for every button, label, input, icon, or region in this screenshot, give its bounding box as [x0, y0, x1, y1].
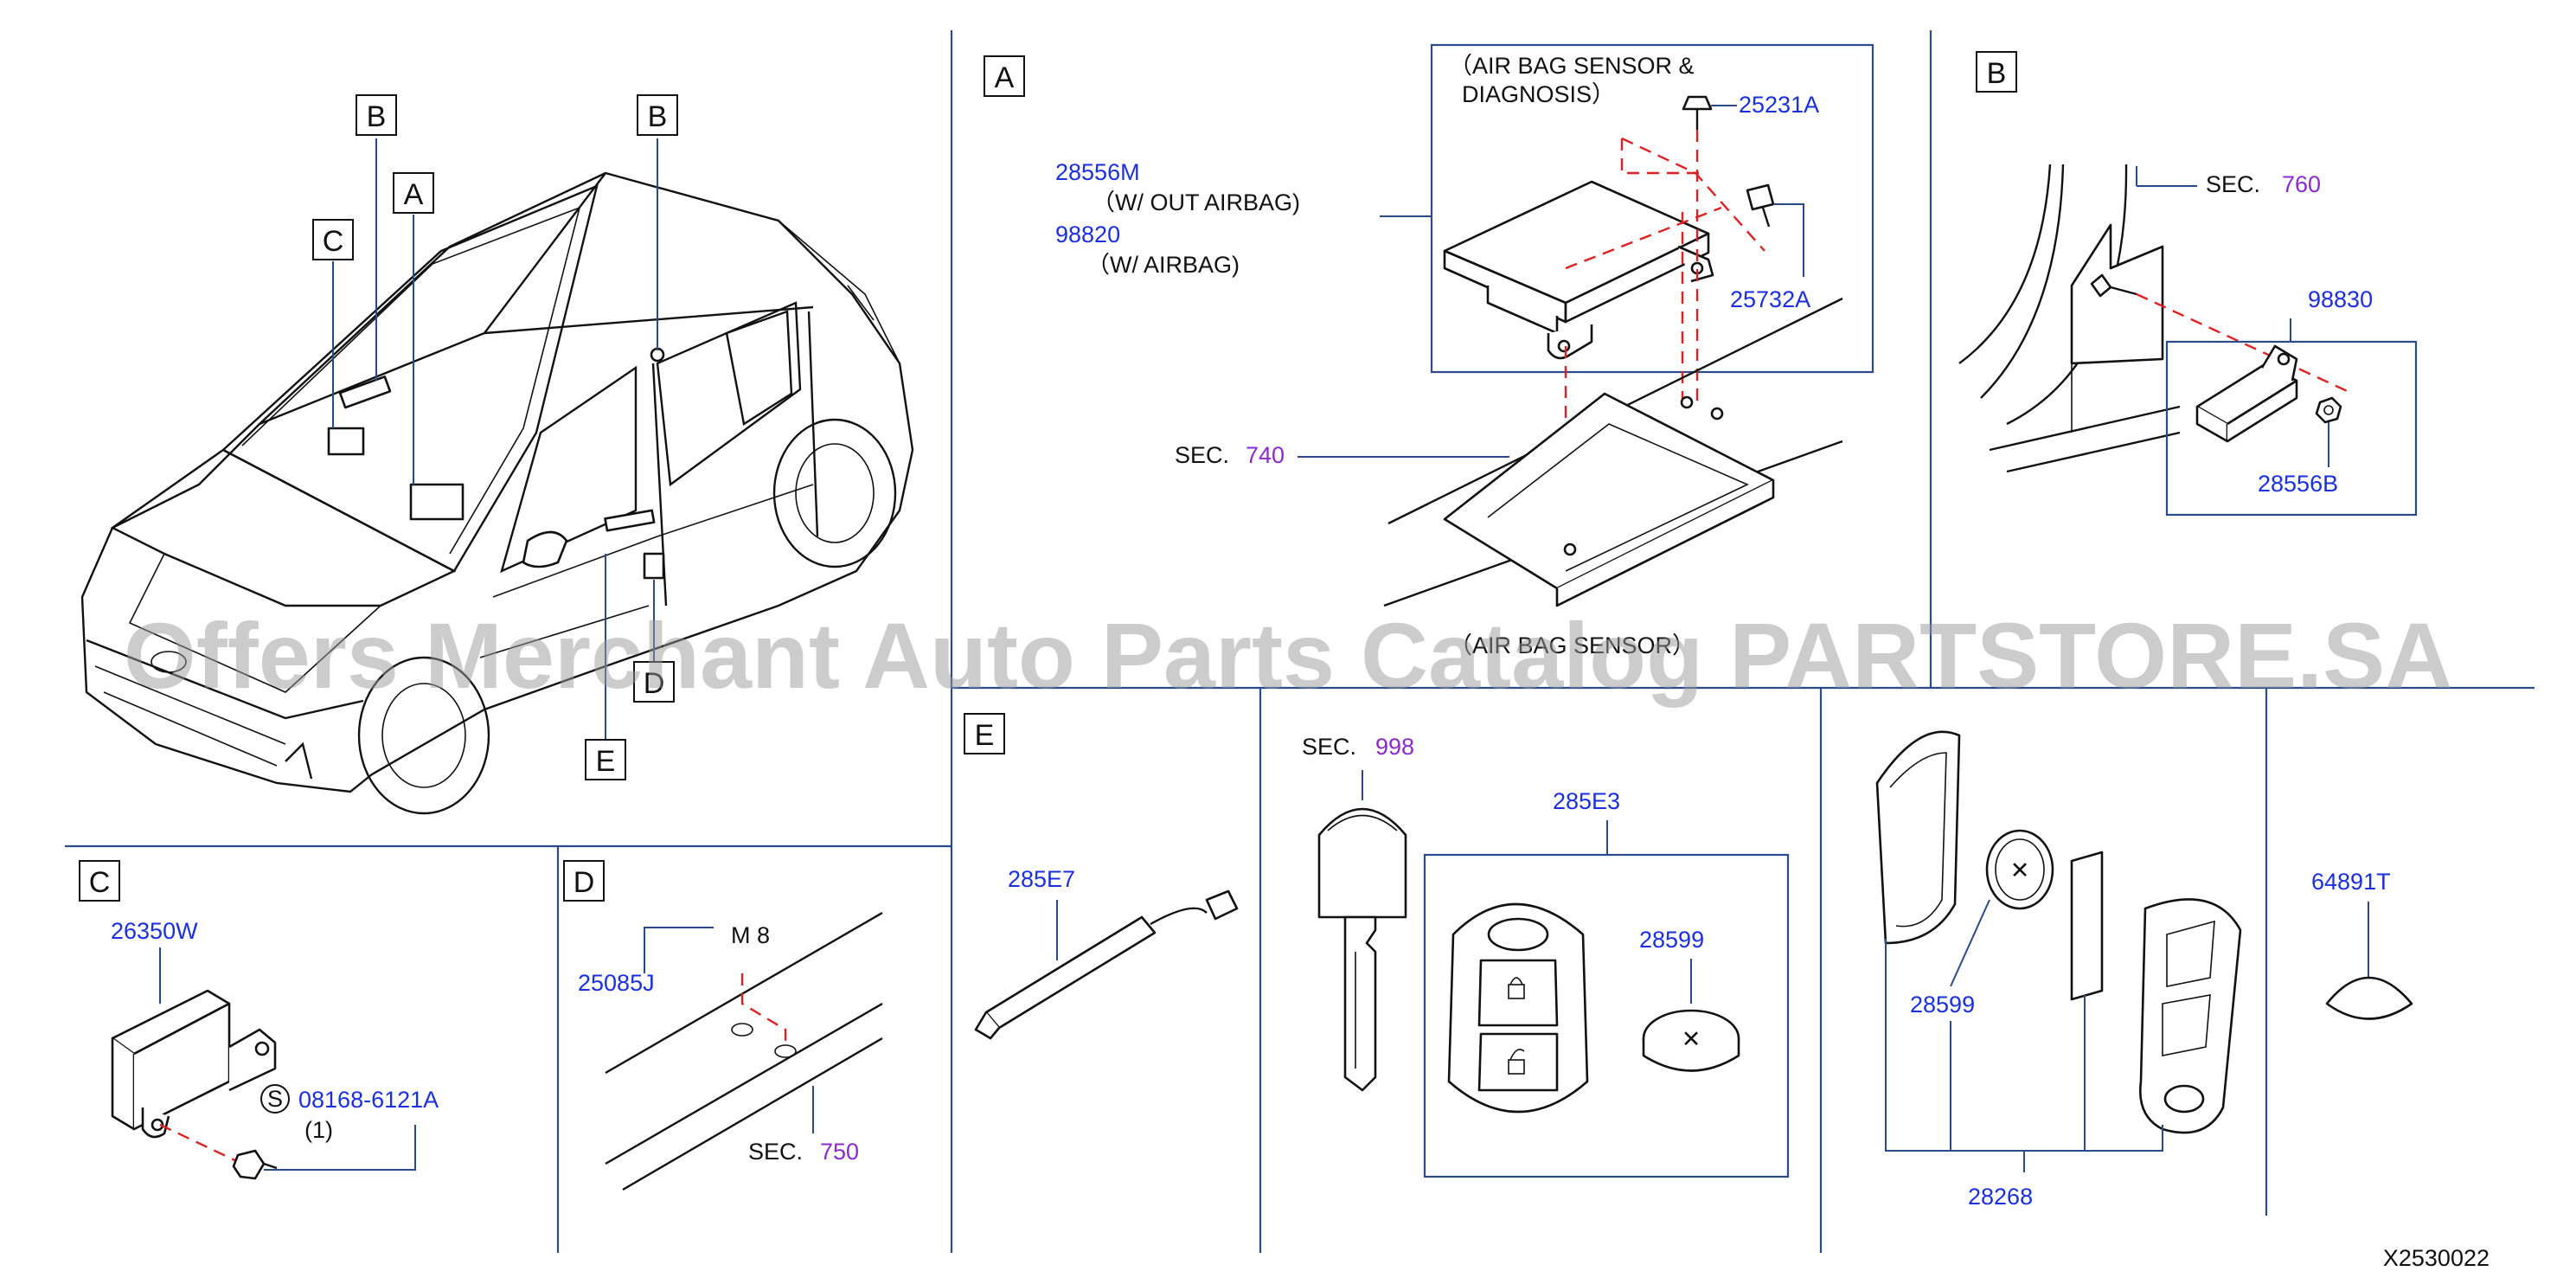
watermark-text: Offers Merchant Auto Parts Catalog PARTS…: [124, 603, 2452, 708]
section-b-letter: B: [1987, 57, 2007, 90]
key-case-shell: [1875, 730, 1961, 945]
emblem-64891t: [2325, 976, 2413, 1020]
section-a: A （AIR BAG SENSOR & DIAGNOSIS） 28556M （W…: [984, 43, 1874, 658]
part-28556m-label: 28556M: [1055, 159, 1140, 185]
section-e-letter: E: [975, 719, 995, 752]
antenna-285e7-label: 285E7: [1008, 866, 1075, 892]
callout-b-left: B: [367, 100, 387, 133]
air-bag-sensor-module: [1443, 180, 1714, 360]
sec-760-number: 760: [2282, 171, 2321, 197]
s-mark: S: [267, 1086, 283, 1112]
air-bag-sensor-bottom-note: （AIR BAG SENSOR）: [1449, 632, 1695, 658]
mechanical-key: [1317, 807, 1407, 1092]
svg-text:✕: ✕: [2010, 857, 2030, 883]
emblem-64891t-label: 64891T: [2311, 869, 2391, 895]
screw-08168-label: 08168-6121A: [298, 1087, 439, 1113]
part-98820-note: （W/ AIRBAG): [1086, 252, 1240, 278]
callout-c: C: [323, 225, 344, 258]
callout-e: E: [596, 745, 616, 778]
section-d: D 25085J M 8 SEC. 750: [563, 860, 883, 1191]
control-unit-26350w: [111, 989, 277, 1139]
sec-760-label: SEC.: [2206, 171, 2260, 197]
key-case-pad: [2070, 851, 2104, 1001]
callout-d: D: [644, 667, 665, 700]
screw-qty: (1): [304, 1117, 333, 1143]
coin-battery-icon: ✕: [1642, 1009, 1740, 1072]
sec-740-number: 740: [1246, 442, 1285, 468]
part-25231a-label: 25231A: [1739, 92, 1819, 118]
part-98820-label: 98820: [1055, 221, 1120, 247]
air-bag-sensor-detail-box: [1430, 43, 1874, 374]
floor-bracket: [1383, 297, 1843, 607]
callout-b-right: B: [648, 100, 668, 133]
sensor-98830: [2195, 344, 2298, 443]
section-c: C 26350W S 08168-6121A (1): [79, 860, 439, 1180]
intelligent-key-fob: [1447, 902, 1589, 1114]
part-25085j-label: 25085J: [578, 970, 655, 996]
nut-28556b-icon: [2315, 396, 2342, 424]
callout-a: A: [404, 178, 424, 211]
sec-750-number: 750: [820, 1139, 859, 1165]
battery-28599-loose-label: 28599: [1910, 992, 1975, 1018]
sec-998-number: 998: [1375, 734, 1414, 760]
bolt-25732a-icon: [1746, 183, 1775, 228]
section-d-letter: D: [574, 866, 595, 899]
antenna-285e7: [974, 889, 1239, 1040]
screw-icon: [2090, 273, 2137, 298]
section-keys: SEC. 998 285E3 28599 ✕: [1302, 730, 2413, 1210]
key-case-kit-28268-label: 28268: [1968, 1184, 2033, 1210]
screw-08168-icon: [232, 1149, 278, 1180]
bolt-25231a-icon: [1682, 95, 1713, 130]
intelligent-key-285e3-label: 285E3: [1553, 788, 1620, 814]
section-e: E 285E7: [964, 713, 1239, 1040]
overview-callouts: B B A C D E: [312, 94, 678, 780]
diagram-code: X2530022: [2383, 1245, 2489, 1271]
part-25732a-label: 25732A: [1730, 286, 1810, 312]
unit-26350w-label: 26350W: [111, 918, 198, 944]
sensor-98830-label: 98830: [2308, 286, 2373, 312]
car-overview-illustration: [80, 171, 914, 815]
sec-740-label: SEC.: [1175, 442, 1229, 468]
section-a-letter: A: [995, 61, 1015, 94]
part-28556m-note: （W/ OUT AIRBAG): [1092, 189, 1300, 215]
module-note-line1: （AIR BAG SENSOR &: [1449, 53, 1695, 79]
section-c-letter: C: [89, 866, 111, 899]
sec-998-label: SEC.: [1302, 734, 1356, 760]
coin-battery-loose-icon: ✕: [1985, 829, 2054, 910]
nut-28556b-label: 28556B: [2258, 471, 2338, 497]
section-b: B SEC. 760 98830 28: [1958, 51, 2418, 517]
svg-text:✕: ✕: [1682, 1026, 1701, 1052]
panel-frame: [65, 30, 2534, 1253]
key-case-cover: [2139, 898, 2242, 1134]
battery-28599-in-box-label: 28599: [1639, 927, 1704, 953]
module-note-line2: DIAGNOSIS）: [1462, 81, 1615, 107]
thread-m8: M 8: [731, 922, 770, 948]
sec-750-label: SEC.: [748, 1139, 803, 1165]
